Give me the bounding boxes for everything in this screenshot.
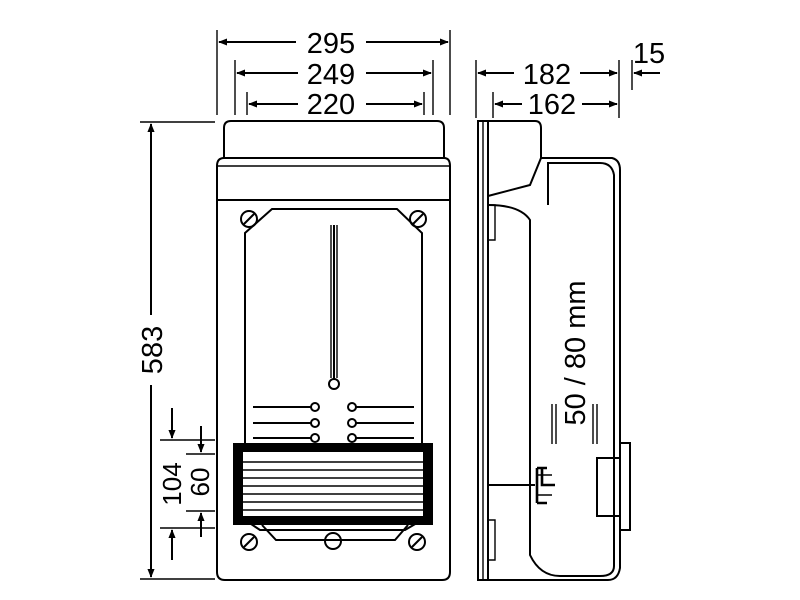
depth-dimensions: 182 15 162: [475, 38, 665, 121]
front-lid: [223, 120, 445, 158]
screw-icon: [408, 533, 426, 551]
dim-height-60: 60: [185, 468, 215, 497]
dim-height-104: 104: [157, 462, 187, 505]
screw-icon: [240, 533, 258, 551]
dim-height-583: 583: [137, 326, 169, 374]
side-depth-label: 50 / 80 mm: [560, 280, 592, 425]
front-view: [216, 120, 451, 581]
dim-depth-162: 162: [528, 89, 576, 121]
dim-depth-182: 182: [523, 59, 571, 91]
dim-width-295: 295: [307, 28, 355, 60]
screw-icon: [409, 210, 427, 228]
front-inner-panel: [244, 208, 423, 531]
dim-width-249: 249: [307, 59, 355, 91]
side-latch: [620, 442, 631, 531]
screw-icon: [240, 210, 258, 228]
height-dimensions: 583 104 60: [137, 121, 215, 580]
side-view: 50 / 80 mm: [477, 120, 631, 581]
dim-depth-15: 15: [633, 38, 665, 70]
width-dimensions: 295 249 220: [216, 28, 451, 121]
dim-width-220: 220: [307, 89, 355, 121]
front-body-outline: [216, 157, 451, 581]
side-body-outline: [488, 157, 621, 581]
